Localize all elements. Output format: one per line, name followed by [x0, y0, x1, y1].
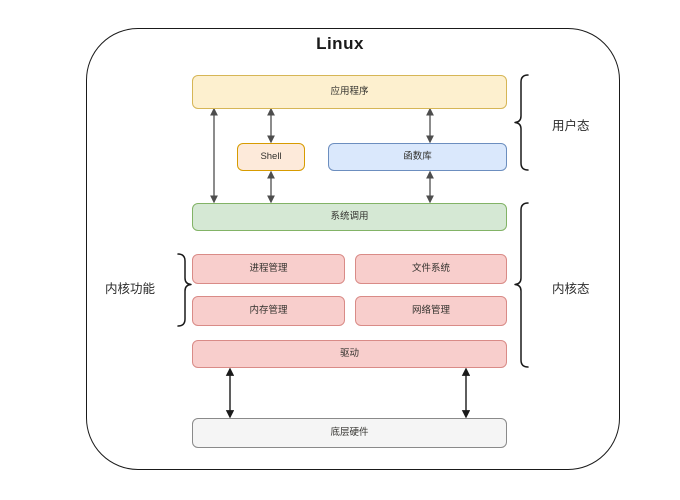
node-file-system-label: 文件系统 — [411, 263, 450, 275]
page-title: Linux — [316, 34, 364, 53]
node-process-management[interactable]: 进程管理 — [192, 254, 345, 284]
node-driver-label: 驱动 — [339, 348, 359, 360]
label-user-mode: 用户态 — [552, 119, 590, 133]
node-hardware[interactable]: 底层硬件 — [192, 418, 507, 448]
node-network-management-label: 网络管理 — [411, 305, 450, 317]
label-kernel-functions: 内核功能 — [105, 282, 156, 296]
node-shell-label: Shell — [260, 151, 282, 163]
node-system-call-label: 系统调用 — [330, 211, 369, 223]
node-library-label: 函数库 — [403, 151, 432, 163]
node-application-label: 应用程序 — [330, 86, 369, 98]
node-file-system[interactable]: 文件系统 — [355, 254, 507, 284]
node-network-management[interactable]: 网络管理 — [355, 296, 507, 326]
node-application[interactable]: 应用程序 — [192, 75, 507, 109]
node-library[interactable]: 函数库 — [328, 143, 507, 171]
node-shell[interactable]: Shell — [237, 143, 305, 171]
node-driver[interactable]: 驱动 — [192, 340, 507, 368]
node-memory-management-label: 内存管理 — [249, 305, 288, 317]
linux-system-boundary — [86, 28, 620, 470]
node-process-management-label: 进程管理 — [249, 263, 288, 275]
label-kernel-mode: 内核态 — [552, 282, 590, 296]
node-system-call[interactable]: 系统调用 — [192, 203, 507, 231]
node-memory-management[interactable]: 内存管理 — [192, 296, 345, 326]
node-hardware-label: 底层硬件 — [330, 427, 369, 439]
